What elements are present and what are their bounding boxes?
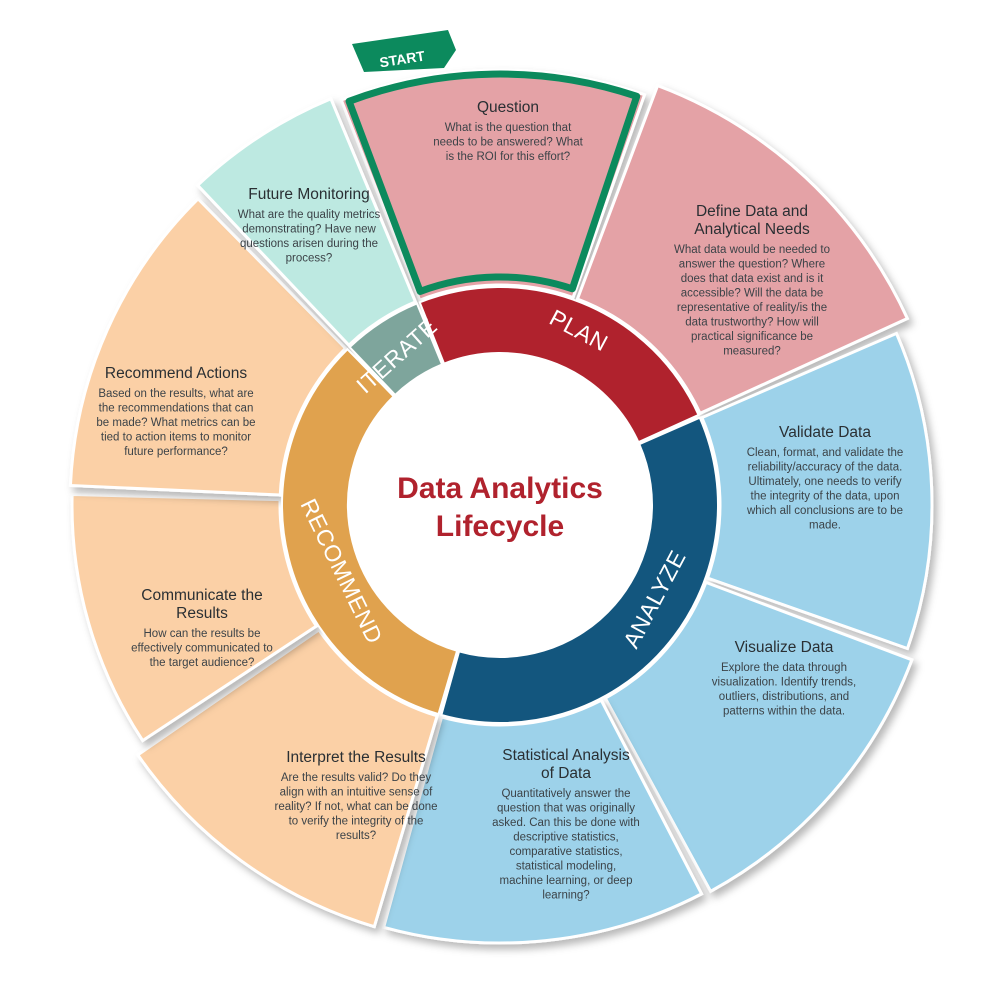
- segment-validate-data: [699, 331, 934, 651]
- segment-visualize-data: [603, 580, 914, 894]
- center-title-line2: Lifecycle: [436, 510, 564, 543]
- start-label: START: [378, 47, 426, 70]
- step-title: Validate Data: [779, 424, 871, 441]
- step-description-line: practical significance be: [691, 331, 813, 343]
- step-title: of Data: [541, 765, 591, 782]
- step-description-line: be made? What metrics can be: [96, 417, 255, 429]
- step-description-line: effectively communicated to: [131, 643, 273, 655]
- step-description-line: data trustworthy? How will: [685, 317, 819, 329]
- step-description-line: What are the quality metrics: [238, 209, 381, 221]
- segment-highlight-question: [345, 70, 641, 295]
- step-description-line: comparative statistics,: [509, 846, 622, 858]
- step-description-line: future performance?: [124, 446, 228, 458]
- step-description-line: the integrity of the data, upon: [751, 491, 900, 503]
- step-description-line: reality? If not, what can be done: [274, 801, 437, 813]
- step-description-line: descriptive statistics,: [513, 832, 618, 844]
- step-description-line: question that was originally: [497, 803, 635, 815]
- step-description-line: process?: [286, 253, 333, 265]
- step-description-line: patterns within the data.: [723, 706, 845, 718]
- center-title-line1: Data Analytics: [397, 472, 603, 505]
- step-description-line: Ultimately, one needs to verify: [748, 476, 901, 488]
- segment-future-monitoring: [195, 96, 418, 348]
- segment-recommend-actions: [68, 196, 348, 497]
- step-description-line: learning?: [542, 890, 589, 902]
- step-description-line: statistical modeling,: [516, 861, 616, 873]
- step-description-line: answer the question? Where: [679, 259, 825, 271]
- step-description-line: to verify the integrity of the: [289, 816, 424, 828]
- segment-define-data: [575, 83, 910, 416]
- step-title: Interpret the Results: [286, 749, 426, 766]
- segment-interpret-results: [135, 627, 440, 929]
- segment-communicate-results: [70, 493, 319, 743]
- step-description-line: made.: [809, 520, 841, 532]
- step-description-line: Based on the results, what are: [98, 388, 253, 400]
- step-description-line: align with an intuitive sense of: [280, 787, 434, 799]
- step-title: Results: [176, 605, 228, 622]
- step-description-line: What is the question that: [445, 122, 572, 134]
- step-title: Analytical Needs: [694, 221, 810, 238]
- step-description-line: questions arisen during the: [240, 238, 378, 250]
- segment-statistical-analysis: [381, 698, 704, 945]
- step-description-line: Explore the data through: [721, 662, 847, 674]
- step-description-line: the recommendations that can: [99, 403, 254, 415]
- step-title: Define Data and: [696, 203, 808, 220]
- step-description-line: Clean, format, and validate the: [747, 447, 904, 459]
- step-description-line: visualization. Identify trends,: [712, 677, 856, 689]
- step-title: Future Monitoring: [248, 186, 369, 203]
- step-description-line: which all conclusions are to be: [746, 505, 903, 517]
- step-description-line: demonstrating? Have new: [242, 224, 376, 236]
- step-description-line: tied to action items to monitor: [101, 432, 251, 444]
- step-description-line: does that data exist and is it: [681, 273, 824, 285]
- center: Data Analytics Lifecycle: [348, 353, 652, 657]
- segment-question: [339, 68, 647, 303]
- step-description-line: results?: [336, 830, 376, 842]
- step-description-line: reliability/accuracy of the data.: [748, 462, 903, 474]
- step-description-line: asked. Can this be done with: [492, 817, 640, 829]
- step-description-line: representative of reality/is the: [677, 302, 827, 314]
- step-description-line: Quantitatively answer the: [501, 788, 630, 800]
- start-flag-shape: [352, 30, 456, 72]
- step-title: Statistical Analysis: [502, 747, 630, 764]
- step-description-line: accessible? Will the data be: [681, 288, 824, 300]
- step-description-line: the target audience?: [150, 657, 255, 669]
- step-title: Question: [477, 99, 539, 116]
- step-description-line: machine learning, or deep: [500, 875, 633, 887]
- step-title: Recommend Actions: [105, 365, 247, 382]
- step-description-line: needs to be answered? What: [433, 137, 583, 149]
- step-description-line: measured?: [723, 346, 781, 358]
- step-description-line: outliers, distributions, and: [719, 691, 849, 703]
- step-description-line: What data would be needed to: [674, 244, 830, 256]
- step-description-line: How can the results be: [144, 628, 261, 640]
- highlight-layer: [345, 70, 641, 295]
- start-flag: START: [352, 30, 456, 72]
- step-description-line: is the ROI for this effort?: [446, 151, 570, 163]
- step-title: Communicate the: [141, 587, 262, 604]
- step-title: Visualize Data: [735, 639, 834, 656]
- step-segments: [68, 68, 934, 945]
- step-description-line: Are the results valid? Do they: [281, 772, 431, 784]
- center-circle: [348, 353, 652, 657]
